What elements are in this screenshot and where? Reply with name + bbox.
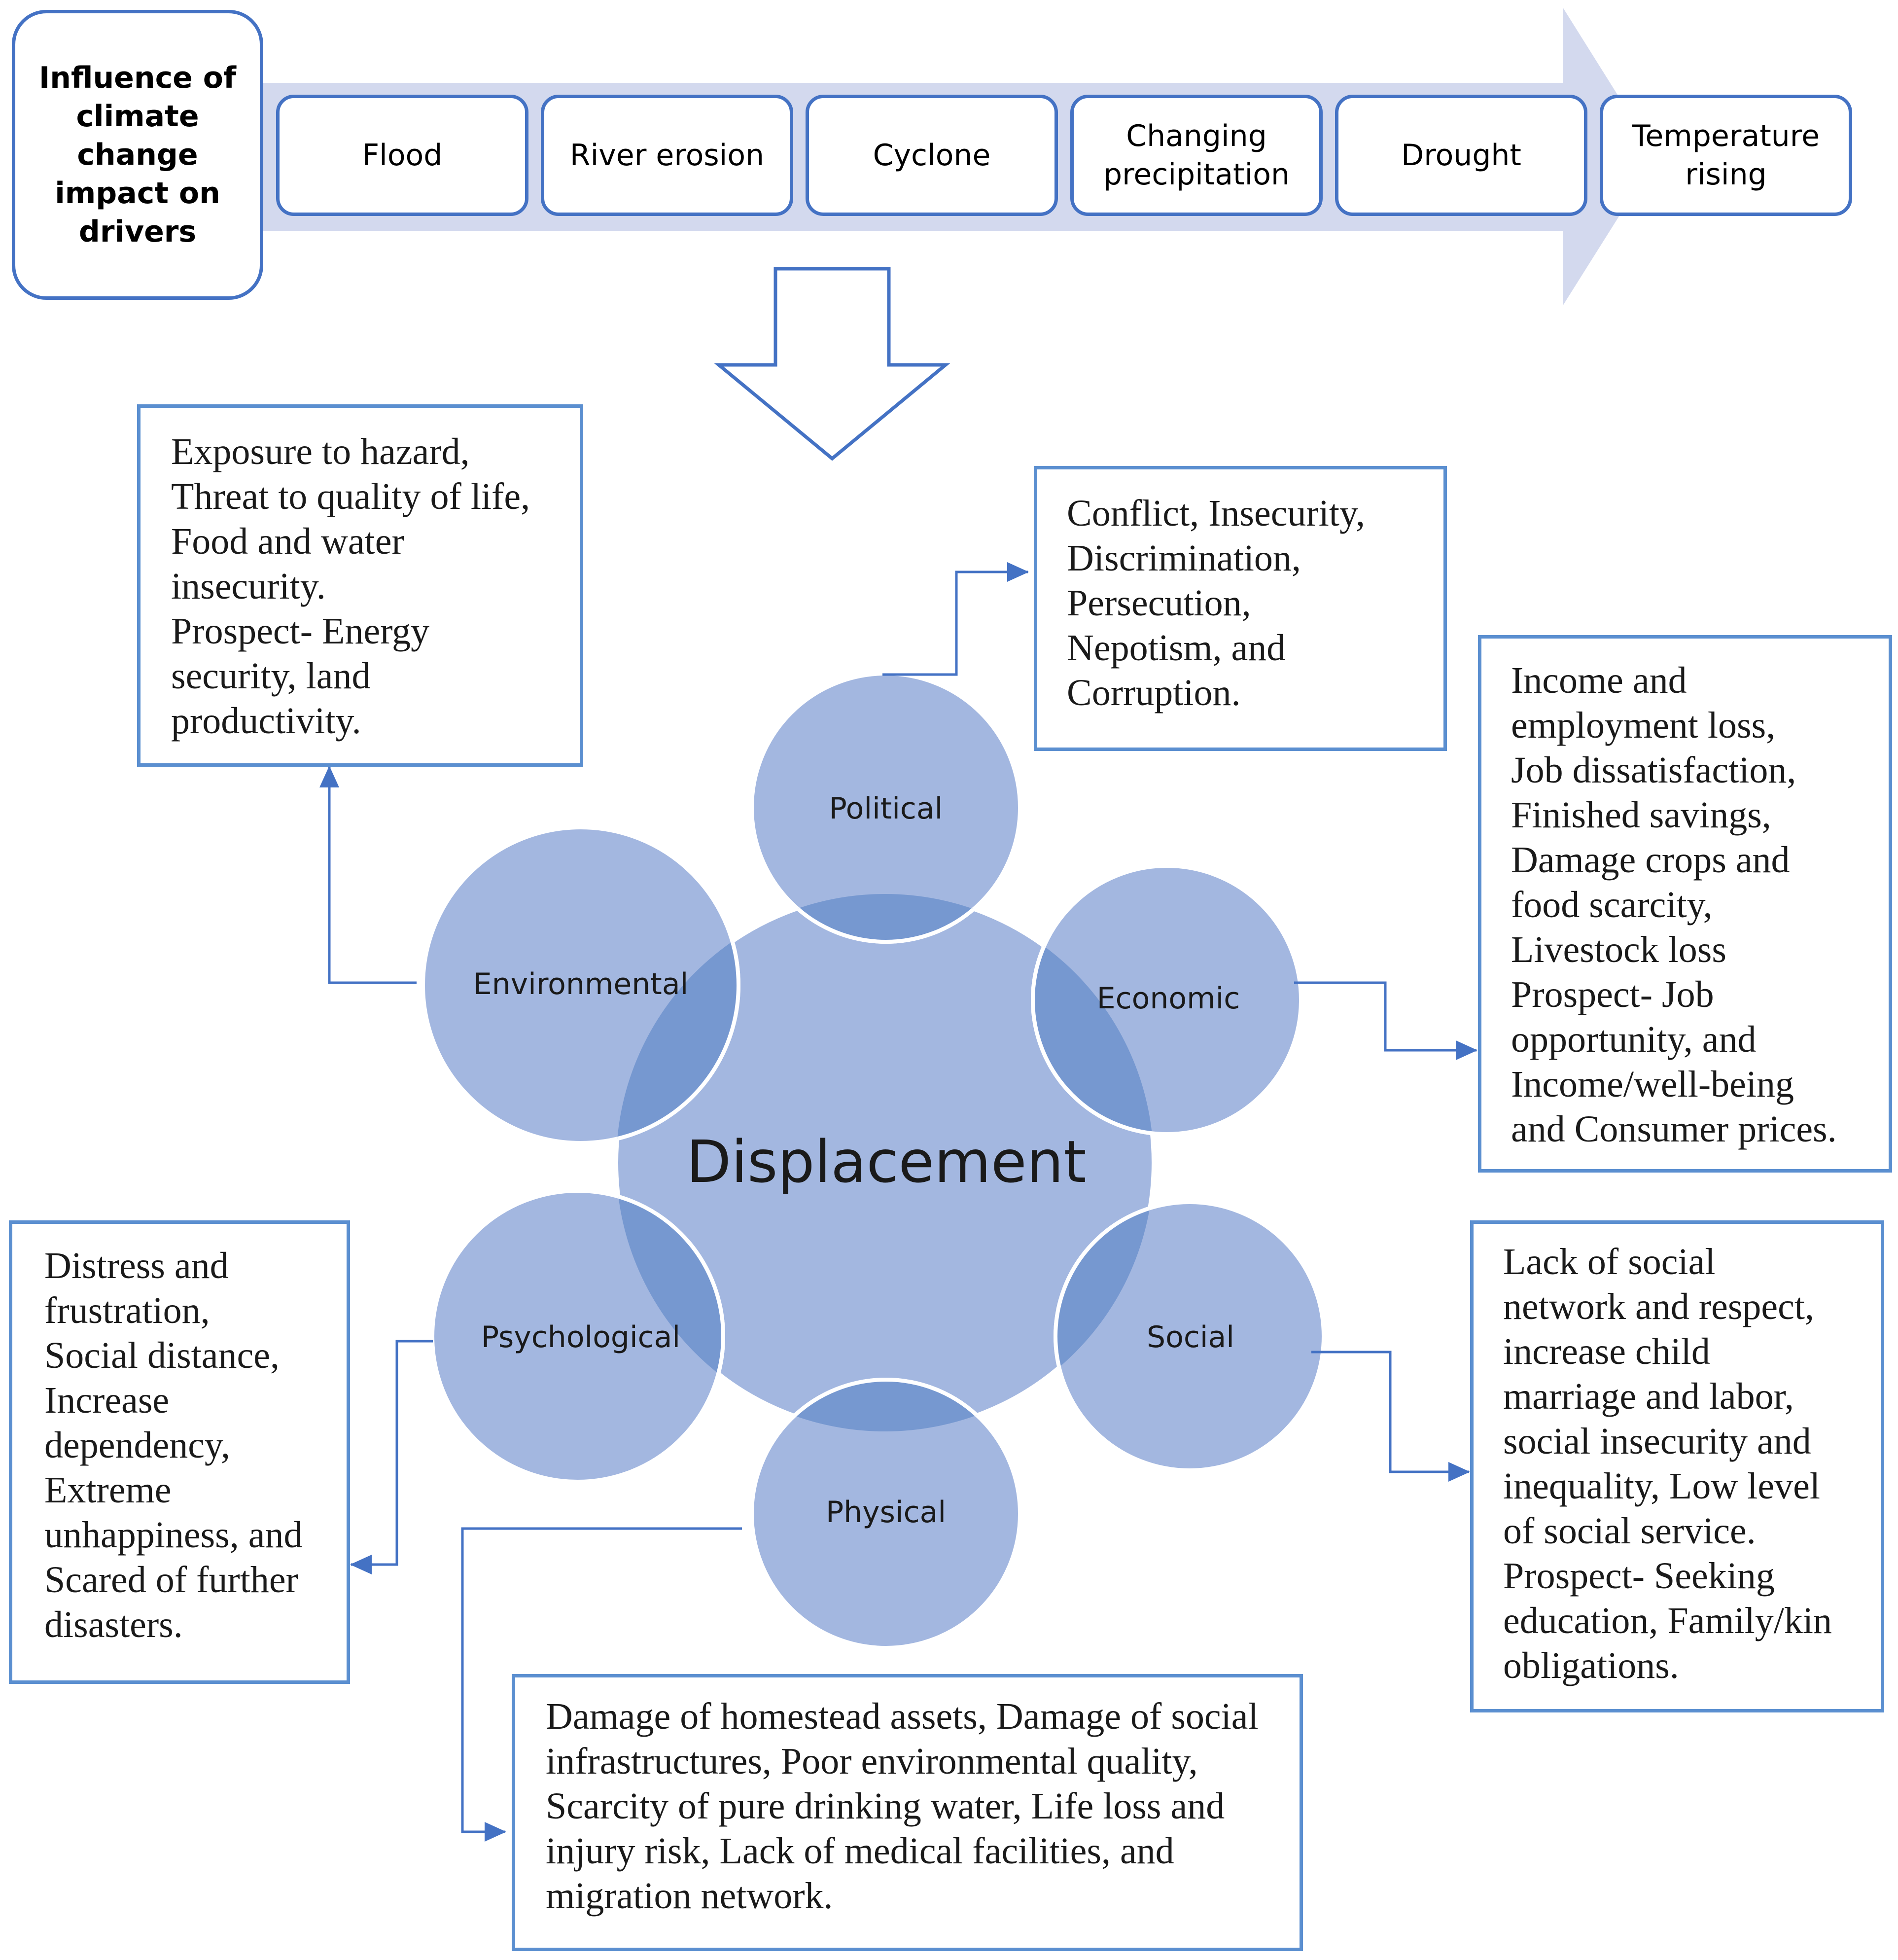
header-title-line: Influence of [38, 61, 237, 95]
connector-social [1311, 1351, 1470, 1482]
box-line: social insecurity and [1503, 1421, 1811, 1462]
box-line: Social distance, [44, 1335, 280, 1376]
box-line: education, Family/kin [1503, 1600, 1832, 1641]
header-title-line: climate [76, 99, 199, 134]
box-line: Nepotism, and [1067, 627, 1286, 669]
box-line: network and respect, [1503, 1286, 1814, 1327]
physical-overlap [750, 1378, 1022, 1431]
driver-river-erosion: River erosion [541, 95, 793, 216]
box-line: Prospect- Job [1511, 974, 1714, 1015]
box-line: unhappiness, and [44, 1514, 303, 1556]
box-line: and Consumer prices. [1511, 1108, 1837, 1150]
box-line: migration network. [546, 1875, 833, 1917]
driver-label: Changing [1126, 119, 1267, 153]
box-line: increase child [1503, 1331, 1710, 1372]
box-line: frustration, [44, 1290, 210, 1331]
box-line: of social service. [1503, 1510, 1756, 1552]
driver-changing-precipitation: Changing precipitation [1070, 95, 1323, 216]
political-box: Conflict, Insecurity, Discrimination, Pe… [1034, 466, 1447, 751]
box-line: Threat to quality of life, [171, 476, 530, 517]
box-line: Lack of social [1503, 1241, 1716, 1283]
economic-box: Income and employment loss, Job dissatis… [1478, 635, 1892, 1173]
box-line: disasters. [44, 1604, 183, 1645]
header-title-line: change [77, 138, 198, 172]
box-line: Income and [1511, 660, 1687, 701]
box-line: food scarcity, [1511, 884, 1713, 926]
box-line: security, land [171, 655, 371, 697]
box-line: marriage and labor, [1503, 1376, 1794, 1417]
header-title-line: impact on [55, 176, 220, 211]
box-line: Discrimination, [1067, 537, 1301, 579]
box-line: Corruption. [1067, 672, 1241, 713]
box-line: obligations. [1503, 1645, 1679, 1686]
connector-physical [461, 1527, 742, 1842]
driver-label: rising [1685, 157, 1767, 192]
driver-flood: Flood [276, 95, 528, 216]
box-line: Conflict, Insecurity, [1067, 493, 1366, 534]
box-line: Income/well-being [1511, 1064, 1794, 1105]
box-line: Distress and [44, 1245, 229, 1286]
box-line: dependency, [44, 1425, 230, 1466]
box-line: Finished savings, [1511, 794, 1771, 836]
driver-label: Flood [362, 138, 443, 173]
box-line: Damage crops and [1511, 839, 1790, 881]
header-box: Influence of climate change impact on dr… [12, 10, 263, 300]
environmental-box: Exposure to hazard, Threat to quality of… [137, 404, 583, 767]
political-label: Political [829, 791, 943, 826]
header-title: Influence of climate change impact on dr… [39, 59, 236, 251]
box-line: Livestock loss [1511, 929, 1726, 970]
box-line: infrastructures, Poor environmental qual… [546, 1741, 1198, 1782]
driver-label: Drought [1401, 138, 1521, 173]
box-line: Food and water [171, 521, 404, 562]
box-line: Job dissatisfaction, [1511, 749, 1796, 791]
driver-label: Cyclone [873, 138, 991, 173]
driver-label: River erosion [569, 138, 765, 173]
box-line: employment loss, [1511, 705, 1776, 746]
connector-psychological [350, 1340, 433, 1574]
box-line: Increase [44, 1380, 170, 1421]
economic-label: Economic [1096, 981, 1240, 1016]
connector-political [882, 562, 1029, 676]
driver-temperature-rising: Temperature rising [1600, 95, 1852, 216]
box-line: Persecution, [1067, 582, 1251, 624]
physical-label: Physical [825, 1495, 947, 1530]
down-arrow [714, 267, 950, 461]
social-label: Social [1147, 1320, 1234, 1354]
political-overlap [750, 894, 1022, 944]
box-line: Extreme [44, 1469, 172, 1511]
box-line: Damage of homestead assets, Damage of so… [546, 1696, 1259, 1737]
connector-environmental [319, 766, 417, 984]
driver-drought: Drought [1335, 95, 1587, 216]
physical-box: Damage of homestead assets, Damage of so… [512, 1674, 1303, 1951]
driver-label: Temperature [1632, 119, 1820, 153]
driver-cyclone: Cyclone [806, 95, 1058, 216]
box-line: Exposure to hazard, [171, 431, 470, 472]
box-line: opportunity, and [1511, 1019, 1757, 1060]
psychological-label: Psychological [481, 1320, 681, 1354]
header-title-line: drivers [78, 214, 197, 249]
box-line: Scared of further [44, 1559, 298, 1601]
center-label: Displacement [686, 1128, 1087, 1196]
psychological-box: Distress and frustration, Social distanc… [9, 1220, 350, 1684]
box-line: productivity. [171, 700, 361, 742]
box-line: Prospect- Energy [171, 610, 430, 652]
social-box: Lack of social network and respect, incr… [1470, 1220, 1884, 1712]
box-line: Prospect- Seeking [1503, 1555, 1775, 1597]
driver-label: precipitation [1103, 157, 1290, 192]
box-line: insecurity. [171, 566, 326, 607]
environmental-label: Environmental [473, 967, 689, 1001]
box-line: Scarcity of pure drinking water, Life lo… [546, 1785, 1225, 1827]
connector-economic [1294, 981, 1477, 1060]
box-line: injury risk, Lack of medical facilities,… [546, 1830, 1174, 1872]
box-line: inequality, Low level [1503, 1465, 1820, 1507]
